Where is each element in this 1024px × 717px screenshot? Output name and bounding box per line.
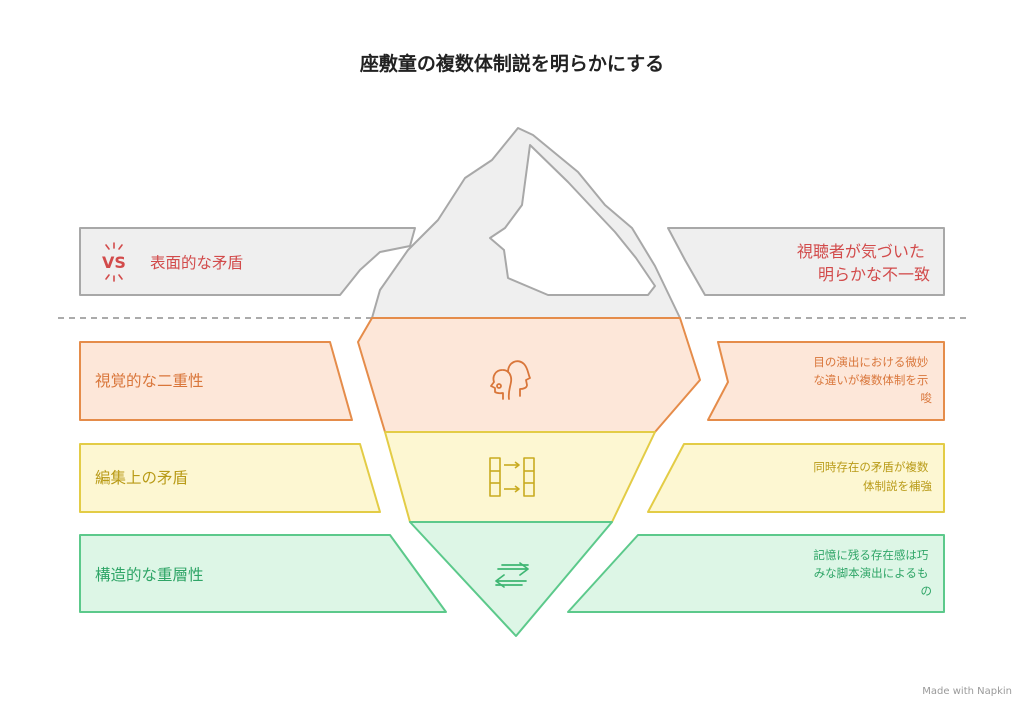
vs-icon: VS xyxy=(102,242,126,282)
svg-text:VS: VS xyxy=(102,253,126,272)
layer-visual: 視覚的な二重性 目の演出における微妙 な違いが複数体制を示 唆 xyxy=(79,317,945,433)
iceberg-structural-band xyxy=(409,521,613,637)
structural-left-banner xyxy=(79,534,447,613)
visual-right-line: 唆 xyxy=(921,391,933,405)
visual-right-banner xyxy=(707,341,945,421)
swap-arrows-icon xyxy=(495,562,529,588)
visual-right-line: な違いが複数体制を示 xyxy=(813,373,928,387)
structural-left-label: 構造的な重層性 xyxy=(95,566,204,584)
editorial-right-line: 体制説を補強 xyxy=(863,479,932,493)
editorial-right-line: 同時存在の矛盾が複数 xyxy=(813,460,928,474)
iceberg-editorial-band xyxy=(384,431,656,523)
visual-left-label: 視覚的な二重性 xyxy=(95,372,204,390)
editorial-right-text: 同時存在の矛盾が複数 体制説を補強 xyxy=(813,460,932,493)
surface-left-label: 表面的な矛盾 xyxy=(150,254,243,272)
surface-left-banner xyxy=(79,227,416,296)
surface-right-line: 視聴者が気づいた xyxy=(797,242,925,261)
visual-right-text: 目の演出における微妙 な違いが複数体制を示 唆 xyxy=(813,355,932,405)
structural-right-line: みな脚本演出によるも xyxy=(814,566,929,580)
structural-right-line: 記憶に残る存在感は巧 xyxy=(813,548,928,562)
structural-right-line: の xyxy=(921,584,933,598)
visual-left-banner xyxy=(79,341,353,421)
structural-right-banner xyxy=(567,534,945,613)
iceberg-snow-cap xyxy=(489,144,656,296)
visual-right-line: 目の演出における微妙 xyxy=(813,355,928,369)
napkin-credit: Made with Napkin xyxy=(922,686,1012,697)
layer-surface: VS 表面的な矛盾 視聴者が気づいた 明らかな不一致 xyxy=(79,127,945,319)
faces-icon xyxy=(490,360,531,400)
editorial-left-banner xyxy=(79,443,381,513)
surface-right-text: 視聴者が気づいた 明らかな不一致 xyxy=(797,242,930,284)
page-title: 座敷童の複数体制説を明らかにする xyxy=(360,52,664,75)
structural-right-text: 記憶に残る存在感は巧 みな脚本演出によるも の xyxy=(813,548,932,598)
surface-right-line: 明らかな不一致 xyxy=(818,265,930,284)
editorial-right-banner xyxy=(647,443,945,513)
layer-editorial: 編集上の矛盾 同時存在の矛盾が複数 体制説を補強 xyxy=(79,431,945,523)
columns-arrows-icon xyxy=(489,457,535,497)
surface-right-banner xyxy=(667,227,945,296)
editorial-left-label: 編集上の矛盾 xyxy=(95,469,188,487)
layer-structural: 構造的な重層性 記憶に残る存在感は巧 みな脚本演出によるも の xyxy=(79,521,945,637)
